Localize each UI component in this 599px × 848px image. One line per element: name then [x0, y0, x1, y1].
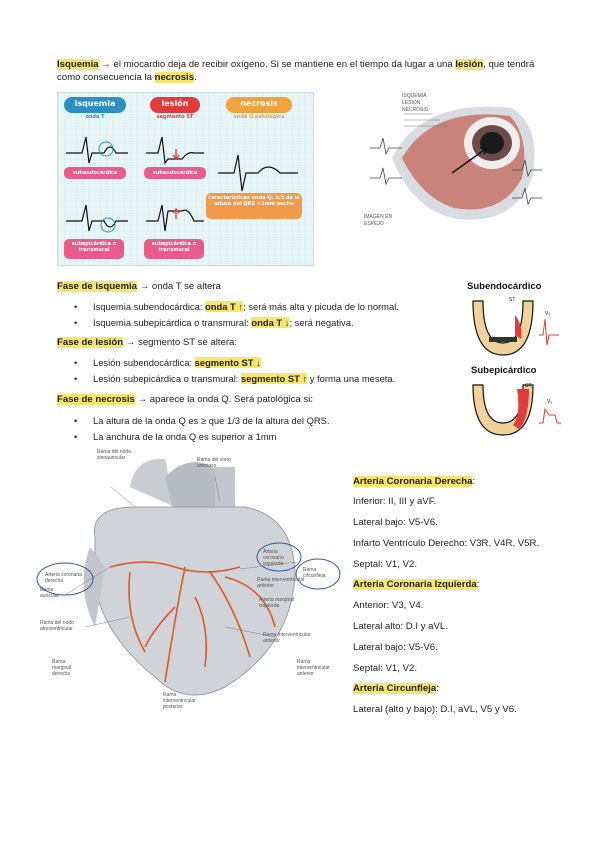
sketch-necrosis-note: características onda Q: 1/3 de la altura…	[208, 195, 300, 207]
heart-label-3: Arteria coronaria izquierda	[263, 549, 284, 567]
heart-label-7: Rama interventricular anterior	[257, 577, 305, 589]
subepi-drawing	[472, 384, 561, 436]
term-necrosis: necrosis	[154, 72, 195, 83]
heart-illustration: Rama del nodo sinoauricular Rama del con…	[35, 447, 345, 717]
heart-label-9: Rama del nodo atrioventricular	[40, 620, 74, 632]
sketch-header-isquemia: isquemia	[74, 99, 116, 108]
sketch-row2-les: subepicárdica o transmural	[151, 241, 197, 253]
ecg-sketch-panel: isquemia lesión necrosis onda T segmento…	[57, 92, 314, 266]
subendo-v5: V₅	[545, 311, 551, 317]
subepicardico-diagram: Subepicárdico ST V₅	[463, 365, 563, 440]
subendocardico-diagram: Subendocárdico ST V₅	[463, 281, 563, 361]
acd-item-4: Septal: V1, V2.	[353, 559, 417, 570]
sketch-header-lesion: lesión	[161, 99, 189, 108]
sketch-row2-isq: subepicárdica o transmural	[71, 241, 117, 253]
phase-lesion-title: Fase de lesión → segmento ST se altera:	[57, 337, 238, 348]
circ-item-1: Lateral (alto y bajo): D.I, aVL, V5 y V6…	[353, 704, 517, 715]
diagram-label-necrosis: NECROSIS	[402, 107, 429, 113]
heart-label-4: Rama circunfleja	[303, 567, 326, 579]
acd-title: Arteria Coronaria Derecha:	[353, 476, 476, 487]
phase-isquemia-title: Fase de isquemia → onda T se altera	[57, 281, 221, 292]
phase-necrosis-bullet-2: La anchura de la onda Q es superior a 1m…	[74, 430, 277, 443]
intro-line-1: Isquemia → el miocardio deja de recibir …	[57, 59, 535, 70]
heart-label-10: Rama interventricular anterior	[263, 632, 311, 644]
term-lesion: lesión	[455, 59, 484, 70]
sketch-header-necrosis: necrosis	[240, 99, 278, 108]
heart-label-13: Rama interventricular anterior	[297, 659, 330, 677]
aci-item-2: Lateral alto: D.I y aVL.	[353, 621, 448, 632]
subendo-drawing	[472, 300, 559, 356]
heart-label-2: Rama del cono arterioso	[197, 457, 231, 469]
diagram-label-isquemia: ISQUEMIA	[402, 93, 427, 99]
subepicardico-title: Subepicárdico	[471, 365, 537, 376]
phase-isquemia-bullet-1: Isquemia subendocárdica: onda T ↑; será …	[74, 300, 399, 313]
aci-item-1: Anterior: V3, V4.	[353, 600, 424, 611]
term-isquemia: Isquemia	[57, 59, 99, 70]
sketch-sub-isq: onda T	[85, 114, 105, 120]
sketch-row1-isq: subendocárdica	[72, 170, 118, 176]
acd-item-1: Inferior: II, III y aVF.	[353, 496, 437, 507]
heart-drawing	[36, 458, 341, 696]
aci-title: Arteria Coronaria Izquierda:	[353, 579, 480, 590]
sketch-sub-les: segmento ST	[156, 114, 194, 120]
myocardium-drawing	[370, 106, 542, 220]
phase-necrosis-bullet-1: La altura de la onda Q es ≥ que 1/3 de l…	[74, 414, 330, 427]
aci-item-3: Lateral bajo: V5-V6.	[353, 642, 438, 653]
phase-lesion-bullet-1: Lesión subendocárdica: segmento ST ↓	[74, 356, 261, 369]
heart-label-5: Arteria coronaria derecha	[45, 572, 82, 584]
acd-item-2: Lateral bajo: V5-V6.	[353, 517, 438, 528]
heart-label-6: Rama auricular	[40, 587, 60, 599]
subepi-st: ST	[525, 383, 532, 389]
circ-title: Arteria Circunfleja:	[353, 683, 439, 694]
aci-item-4: Septal: V1, V2.	[353, 663, 417, 674]
ecg-sketch-drawing	[58, 93, 313, 265]
acd-item-3: Infarto Ventrículo Derecho: V3R, V4R, V5…	[353, 538, 540, 549]
myocardium-diagram: ISQUEMIA LESION NECROSIS IMAGEN EN ESPEJ…	[362, 88, 547, 238]
diagram-caption-1: IMAGEN EN	[364, 214, 393, 220]
phase-lesion-bullet-2: Lesión subepicárdica o transmural: segme…	[74, 372, 395, 385]
subepi-v5: V₅	[547, 399, 553, 405]
diagram-label-lesion: LESION	[402, 100, 421, 106]
heart-label-1: Rama del nodo sinoauricular	[97, 449, 131, 461]
heart-label-12: Rama interventricular posterior	[163, 692, 196, 710]
subendocardico-title: Subendocárdico	[467, 281, 542, 292]
heart-label-8: Arteria marginal izquierda	[259, 597, 295, 609]
subendo-st: ST	[509, 297, 516, 303]
sketch-row1-les: subendocárdica	[152, 170, 198, 176]
heart-label-11: Rama marginal derecha	[52, 659, 72, 677]
phase-necrosis-title: Fase de necrosis → aparece la onda Q. Se…	[57, 394, 313, 405]
intro-line-2: como consecuencia la necrosis.	[57, 72, 197, 83]
phase-isquemia-bullet-2: Isquemia subepicárdica o transmural: ond…	[74, 316, 354, 329]
diagram-caption-2: ESPEJO	[364, 221, 384, 227]
sketch-sub-nec: onda Q patológica	[233, 114, 285, 120]
